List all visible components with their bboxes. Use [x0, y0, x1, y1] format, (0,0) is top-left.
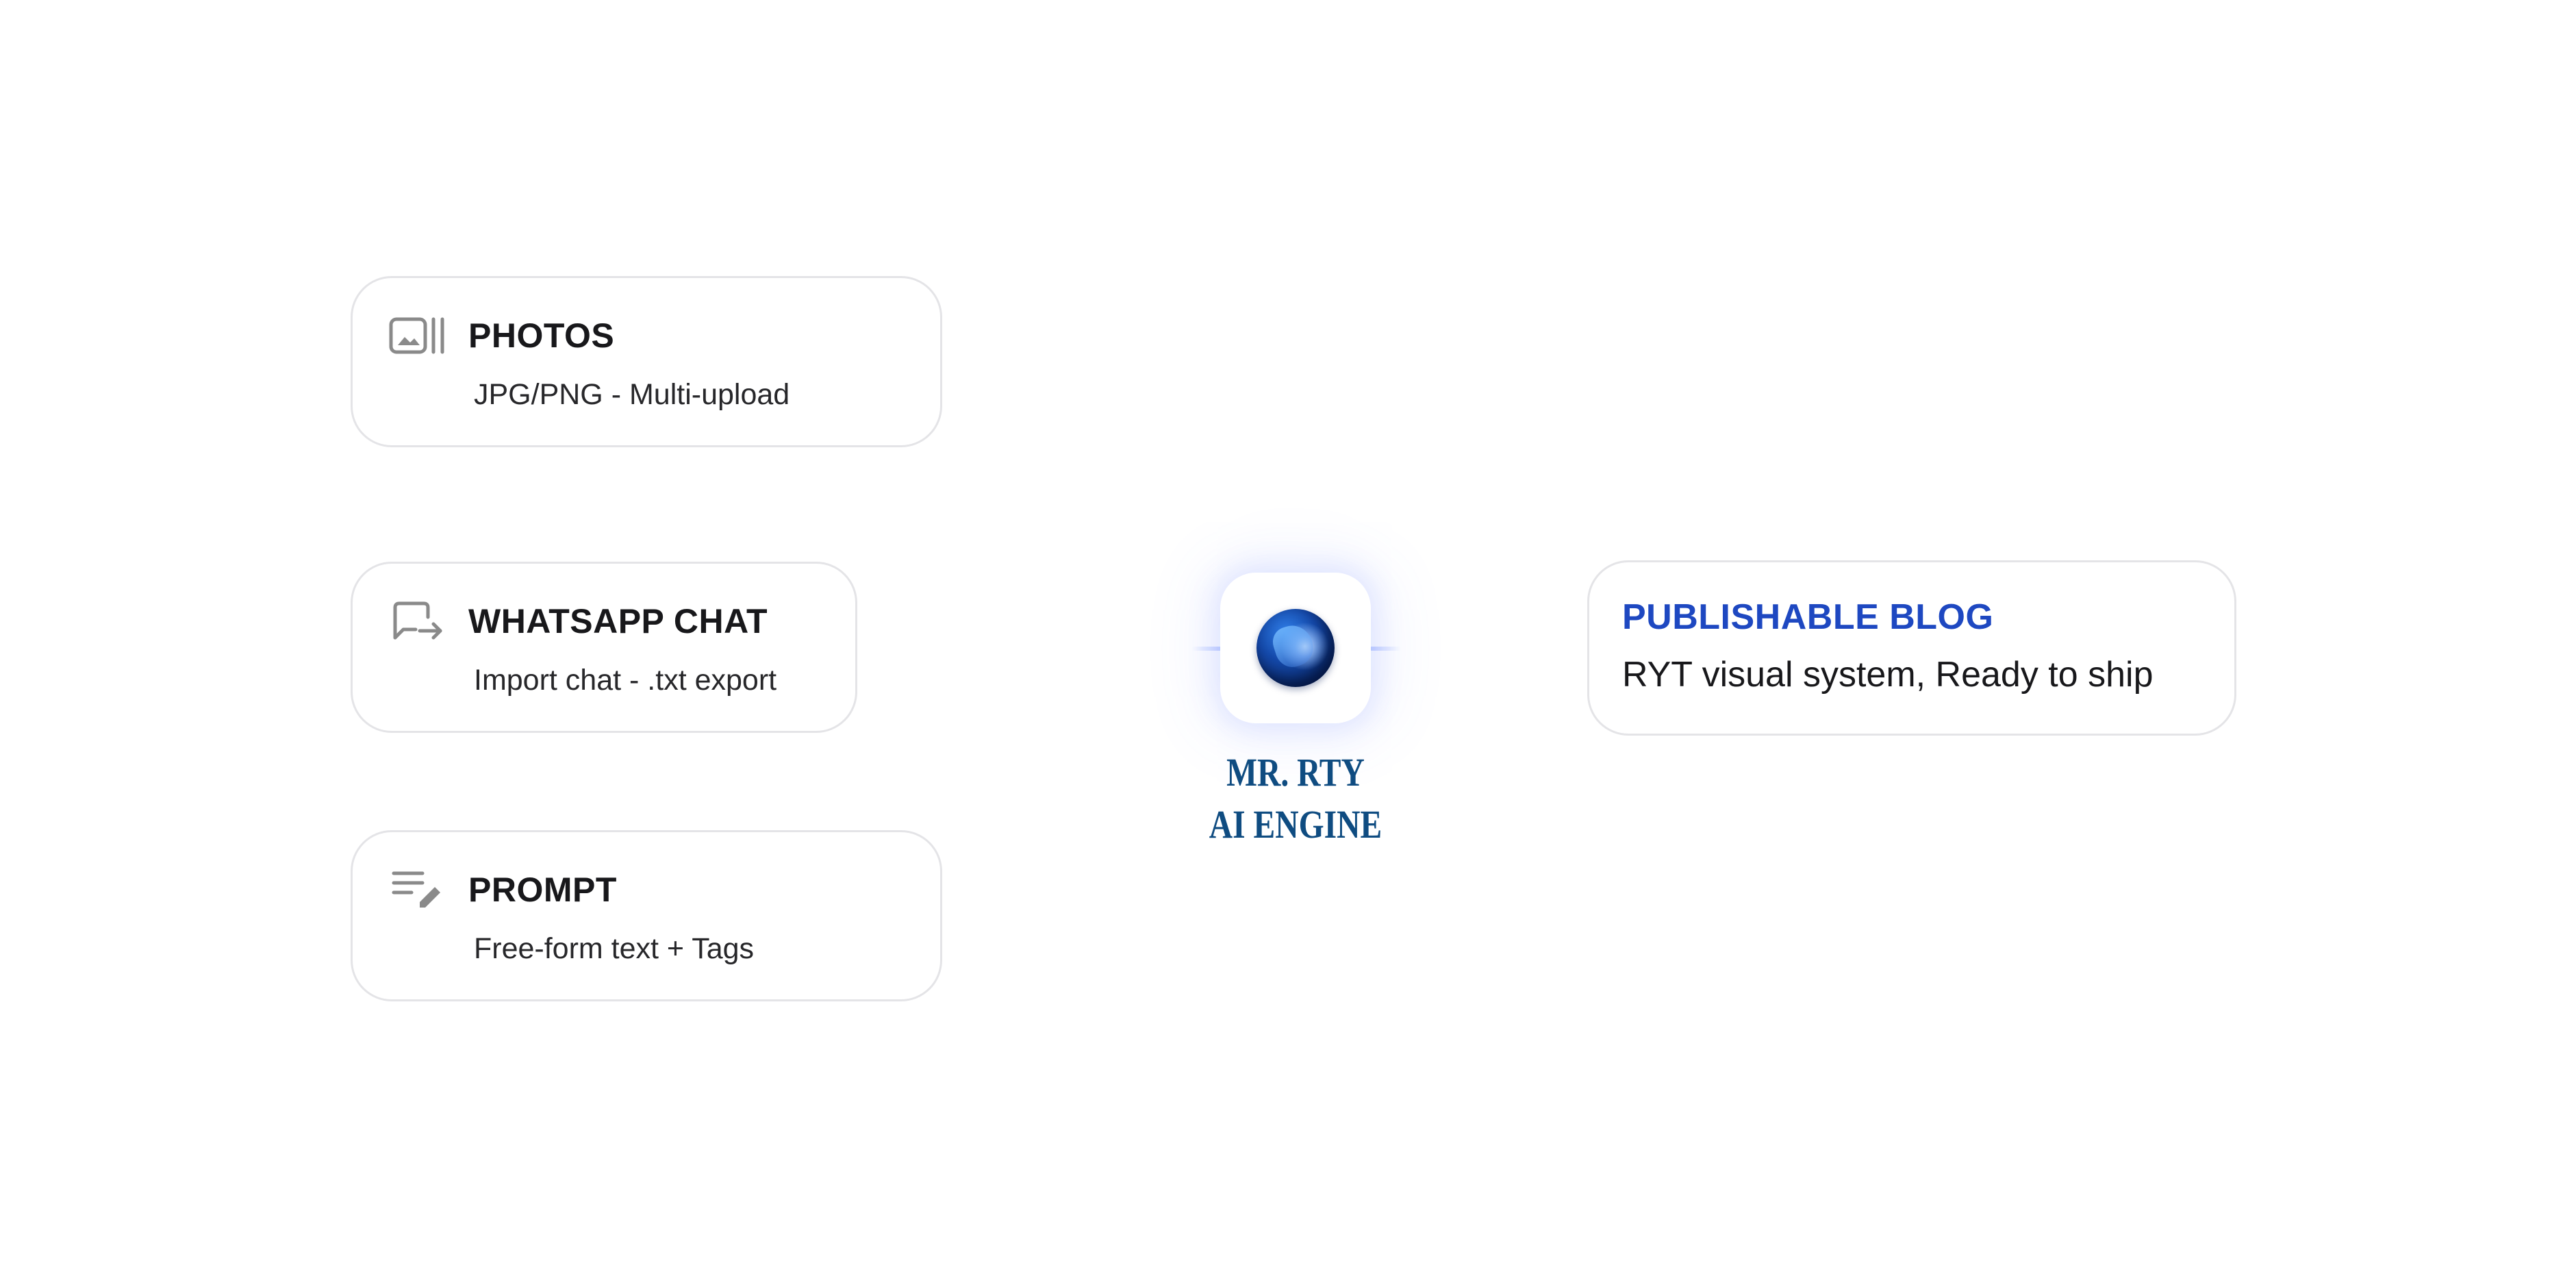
input-card-prompt[interactable]: PROMPT Free-form text + Tags	[351, 830, 942, 1001]
card-subtitle: Free-form text + Tags	[474, 932, 755, 965]
engine-label-line1: MR. RTY	[1226, 750, 1365, 795]
output-subtitle: RYT visual system, Ready to ship	[1622, 655, 2154, 695]
output-title: PUBLISHABLE BLOG	[1622, 597, 1994, 637]
engine-label: MR. RTY AI ENGINE	[1183, 747, 1408, 851]
edit-text-icon	[388, 868, 446, 912]
image-gallery-icon	[388, 314, 446, 358]
output-card-publishable-blog[interactable]: PUBLISHABLE BLOG RYT visual system, Read…	[1587, 560, 2236, 736]
card-subtitle: Import chat - .txt export	[474, 664, 777, 697]
card-title: PROMPT	[468, 871, 617, 909]
card-header: PROMPT	[388, 868, 617, 912]
input-card-whatsapp-chat[interactable]: WHATSAPP CHAT Import chat - .txt export	[351, 562, 857, 733]
engine-label-line2: AI ENGINE	[1209, 802, 1382, 847]
card-subtitle: JPG/PNG - Multi-upload	[474, 378, 790, 411]
card-title: WHATSAPP CHAT	[468, 602, 768, 640]
chat-export-icon	[388, 599, 446, 643]
ai-orb-icon	[1257, 609, 1335, 687]
ai-engine-node[interactable]	[1220, 573, 1371, 723]
card-header: WHATSAPP CHAT	[388, 599, 768, 643]
connector-in	[1191, 647, 1223, 651]
input-card-photos[interactable]: PHOTOS JPG/PNG - Multi-upload	[351, 276, 942, 447]
connector-out	[1369, 647, 1401, 651]
card-header: PHOTOS	[388, 314, 614, 358]
card-title: PHOTOS	[468, 316, 615, 355]
